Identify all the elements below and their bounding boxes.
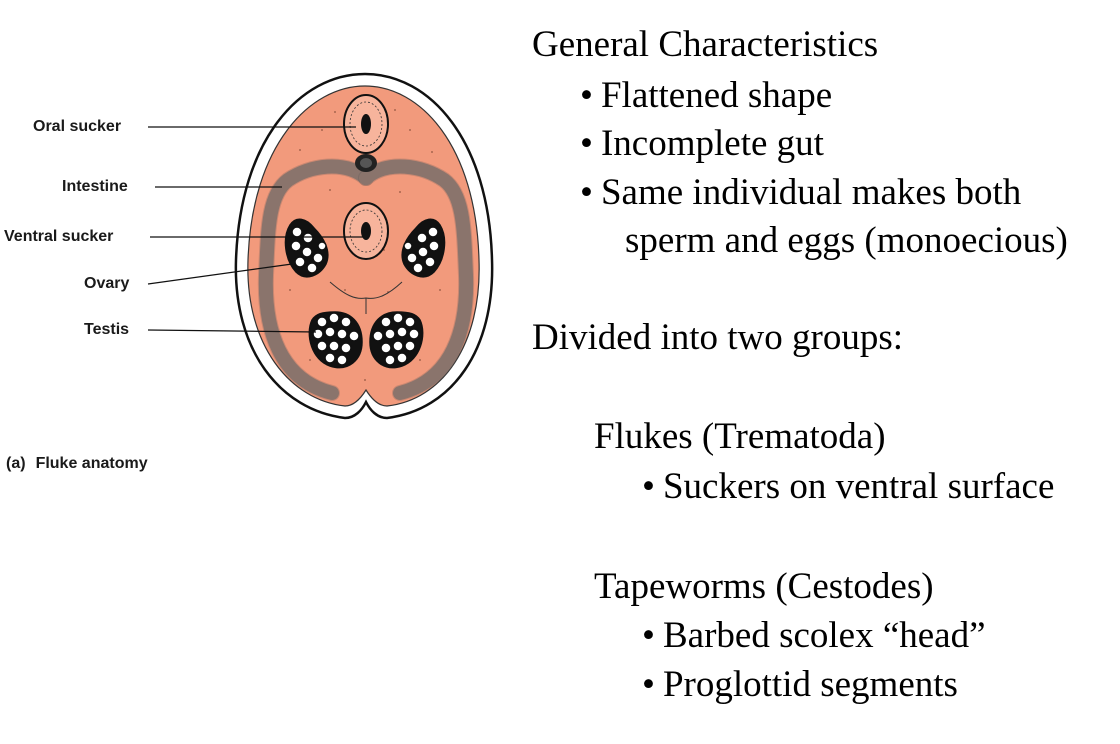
ventral-sucker <box>343 202 389 260</box>
heading-general-characteristics: General Characteristics <box>532 24 879 65</box>
bullet-text: Same individual makes both <box>600 172 1022 213</box>
fluke-diagram <box>147 72 494 420</box>
bullet-glyph: • <box>642 466 655 507</box>
bullet-same-individual: •Same individual makes both <box>580 174 1021 211</box>
divided-heading: Divided into two groups: <box>532 317 904 358</box>
bullet-text: Proglottid segments <box>662 664 958 705</box>
testis-left <box>308 311 363 369</box>
bullet-suckers-ventral: •Suckers on ventral surface <box>642 468 1054 505</box>
label-intestine: Intestine <box>62 178 128 195</box>
label-testis: Testis <box>84 321 130 338</box>
bullet-text: Barbed scolex “head” <box>662 615 986 656</box>
ovary-right <box>401 218 446 278</box>
figure-caption: (a) Fluke anatomy <box>6 455 148 473</box>
bullet-incomplete-gut: •Incomplete gut <box>580 125 824 162</box>
leader-lines <box>147 126 364 333</box>
bullet-glyph: • <box>642 664 655 705</box>
bullet-text: Incomplete gut <box>600 123 824 164</box>
group-flukes: Flukes (Trematoda) <box>594 416 886 457</box>
bullet-glyph: • <box>580 75 593 116</box>
intestine <box>258 159 373 400</box>
label-oral-sucker: Oral sucker <box>33 118 122 135</box>
oral-sucker <box>343 94 389 154</box>
label-ovary: Ovary <box>84 275 130 292</box>
label-ventral-sucker: Ventral sucker <box>4 228 114 245</box>
bullet-continuation-sperm-eggs: sperm and eggs (monoecious) <box>625 220 1068 261</box>
bullet-barbed-scolex: •Barbed scolex “head” <box>642 617 986 654</box>
bullet-glyph: • <box>580 172 593 213</box>
group-tapeworms: Tapeworms (Cestodes) <box>594 566 934 607</box>
ovary-left <box>284 218 329 278</box>
testis-right <box>369 311 424 369</box>
fluke-anatomy-figure: Oral sucker Intestine Ventral sucker Ova… <box>0 0 520 500</box>
bullet-text: Suckers on ventral surface <box>662 466 1055 507</box>
bullet-text: Flattened shape <box>600 75 833 116</box>
bullet-flattened-shape: •Flattened shape <box>580 77 832 114</box>
bullet-glyph: • <box>642 615 655 656</box>
caption-text: Fluke anatomy <box>35 455 148 472</box>
bullet-glyph: • <box>580 123 593 164</box>
caption-letter: (a) <box>6 455 26 472</box>
bullet-proglottid-segments: •Proglottid segments <box>642 666 958 703</box>
